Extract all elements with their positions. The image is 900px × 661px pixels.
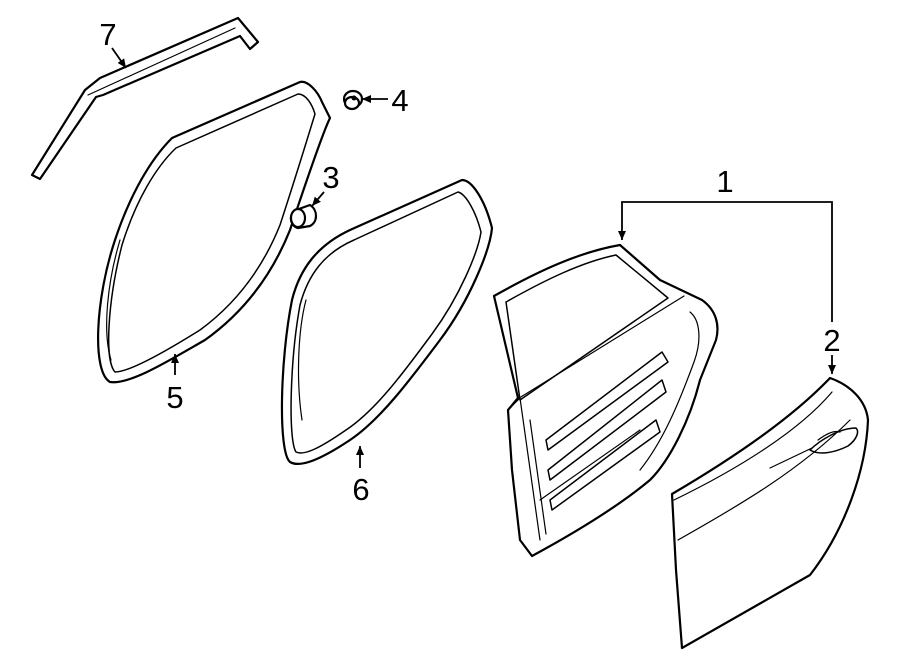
- callout-2: 2: [823, 323, 840, 358]
- callout-5: 5: [166, 380, 183, 415]
- part-6-door-weatherstrip: [280, 178, 494, 466]
- callout-labels: 1 2 3 4 5 6 7: [99, 17, 840, 507]
- leader-lines: [111, 47, 836, 468]
- callout-7: 7: [99, 17, 116, 52]
- callout-6: 6: [352, 472, 369, 507]
- callout-1: 1: [716, 164, 733, 199]
- part-5-opening-weatherstrip: [97, 80, 332, 384]
- part-2-outer-skin: [670, 376, 870, 650]
- part-3-bumper: [289, 203, 318, 230]
- callout-4: 4: [391, 83, 408, 118]
- callout-3: 3: [322, 160, 339, 195]
- leader-7: [111, 47, 127, 69]
- part-1-door-shell: [492, 243, 719, 558]
- leader-3: [311, 191, 325, 207]
- part-4-clip: [342, 89, 364, 111]
- leader-1: [618, 201, 725, 240]
- part-7-frame-molding: [30, 16, 260, 181]
